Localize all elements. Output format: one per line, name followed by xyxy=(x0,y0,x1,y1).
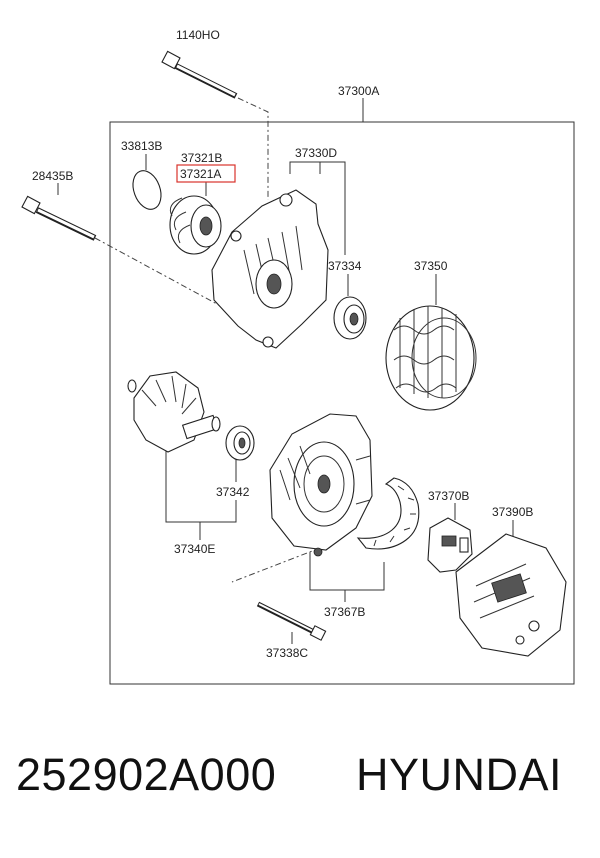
bolt-left-part xyxy=(21,195,97,241)
footer: 252902A000 HYUNDAI xyxy=(0,752,600,842)
callout-rear-bracket: 37367B xyxy=(324,605,365,619)
assembly-frame xyxy=(109,121,575,685)
callout-pulley-b: 37321B xyxy=(181,151,222,165)
callout-pulley-a: 37321A xyxy=(180,167,221,181)
callout-bolt-left: 28435B xyxy=(32,169,73,183)
diode-chain-part xyxy=(356,477,420,550)
rear-bearing-part xyxy=(225,425,255,461)
pulley-part xyxy=(169,195,222,255)
centre-lines xyxy=(94,97,321,583)
callout-bolt-top: 1140HO xyxy=(176,28,220,42)
rectifier-part xyxy=(427,517,473,573)
front-bracket-part xyxy=(211,189,329,349)
part-number: 252902A000 xyxy=(16,749,277,800)
callout-cover: 37390B xyxy=(492,505,533,519)
stud-bolt-part xyxy=(256,601,327,641)
highlight-box xyxy=(176,164,236,183)
leader-lines xyxy=(57,98,514,644)
stator-part xyxy=(385,305,477,411)
oring-part xyxy=(132,170,162,210)
rear-bracket-part xyxy=(269,413,373,557)
callout-bracket: 37330D xyxy=(295,146,337,160)
callout-oring: 33813B xyxy=(121,139,162,153)
callout-rotor: 37340E xyxy=(174,542,215,556)
brand-name: HYUNDAI xyxy=(356,749,563,800)
callout-rectifier: 37370B xyxy=(428,489,469,503)
alternator-exploded-diagram: 1140HO 37300A 33813B 37321B 37321A 37330… xyxy=(21,28,575,685)
callout-bearing-rear: 37342 xyxy=(216,485,250,499)
rear-cover-part xyxy=(455,533,567,657)
callout-assembly: 37300A xyxy=(338,84,379,98)
callout-stud-bolt: 37338C xyxy=(266,646,308,660)
bolt-top-part xyxy=(161,50,238,99)
callout-stator: 37350 xyxy=(414,259,448,273)
callout-bearing-front: 37334 xyxy=(328,259,362,273)
rotor-part xyxy=(127,371,221,453)
front-bearing-part xyxy=(333,296,367,340)
